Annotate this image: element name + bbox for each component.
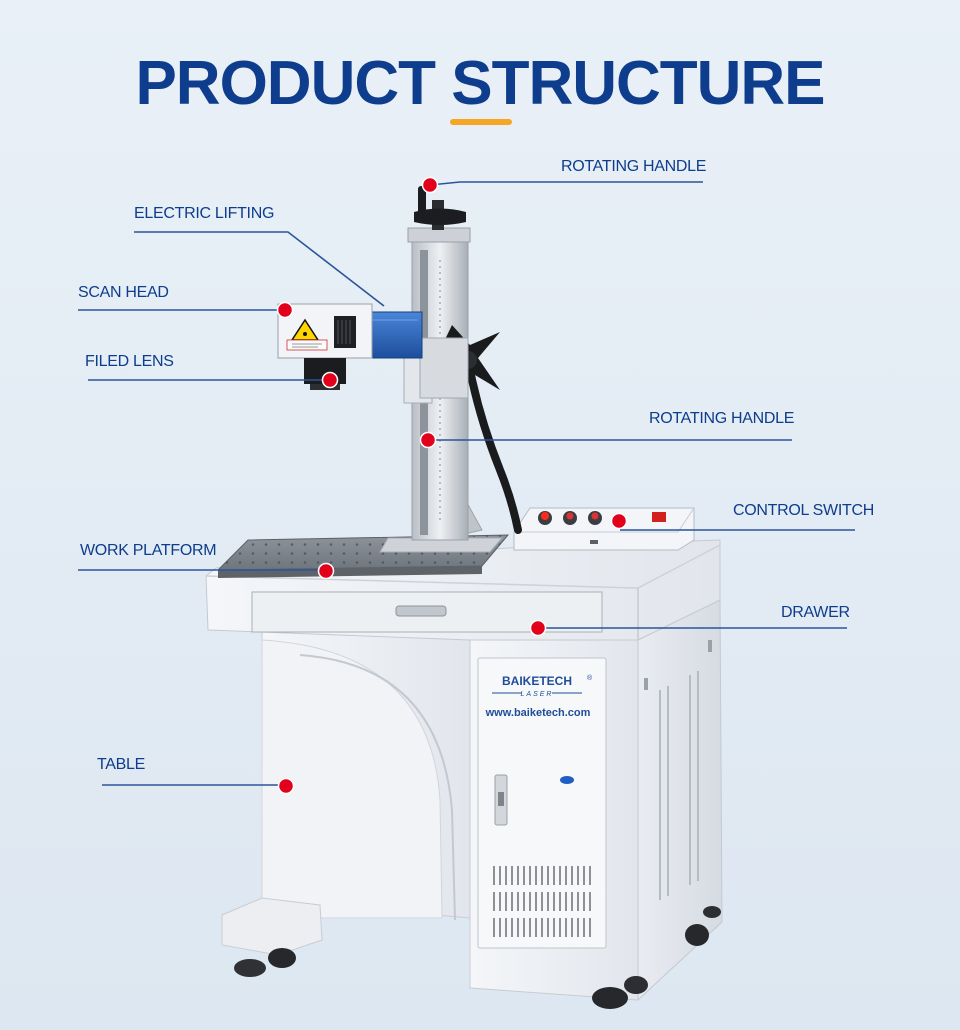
brand-registered: ® [587, 674, 593, 682]
marker-drawer [529, 619, 547, 637]
label-scan-head: SCAN HEAD [78, 284, 169, 301]
label-rotating-handle-mid: ROTATING HANDLE [649, 410, 795, 427]
leader-rotating-handle-top [429, 181, 703, 186]
label-table: TABLE [97, 756, 146, 773]
marker-table [277, 777, 295, 795]
title-underline [450, 119, 512, 125]
cabinet-door: BAIKETECH ® LASER www.baiketech.com [477, 657, 607, 949]
scan-head [277, 303, 373, 359]
marker-work-platform [317, 562, 335, 580]
rotating-handle-top [414, 186, 466, 230]
marker-rotating-handle-top [421, 176, 439, 194]
label-control-switch: CONTROL SWITCH [733, 502, 874, 519]
label-rotating-handle-top: ROTATING HANDLE [561, 158, 707, 175]
table [221, 599, 723, 1009]
label-filed-lens: FILED LENS [85, 353, 174, 370]
leader-electric-lifting [134, 231, 385, 307]
marker-scan-head [276, 301, 294, 319]
label-drawer: DRAWER [781, 604, 850, 621]
control-switch-box [513, 507, 695, 551]
page-title: PRODUCT STRUCTURE [135, 49, 825, 118]
leader-lines [78, 181, 855, 786]
marker-rotating-handle-mid [419, 431, 437, 449]
marker-filed-lens [321, 371, 339, 389]
label-electric-lifting: ELECTRIC LIFTING [134, 205, 275, 222]
brand-sub: LASER [521, 691, 554, 698]
markers [276, 176, 628, 795]
label-work-platform: WORK PLATFORM [80, 542, 217, 559]
brand-website: www.baiketech.com [485, 707, 591, 719]
marker-control-switch [610, 512, 628, 530]
brand-name: BAIKETECH [502, 674, 572, 688]
control-buttons [538, 511, 666, 525]
